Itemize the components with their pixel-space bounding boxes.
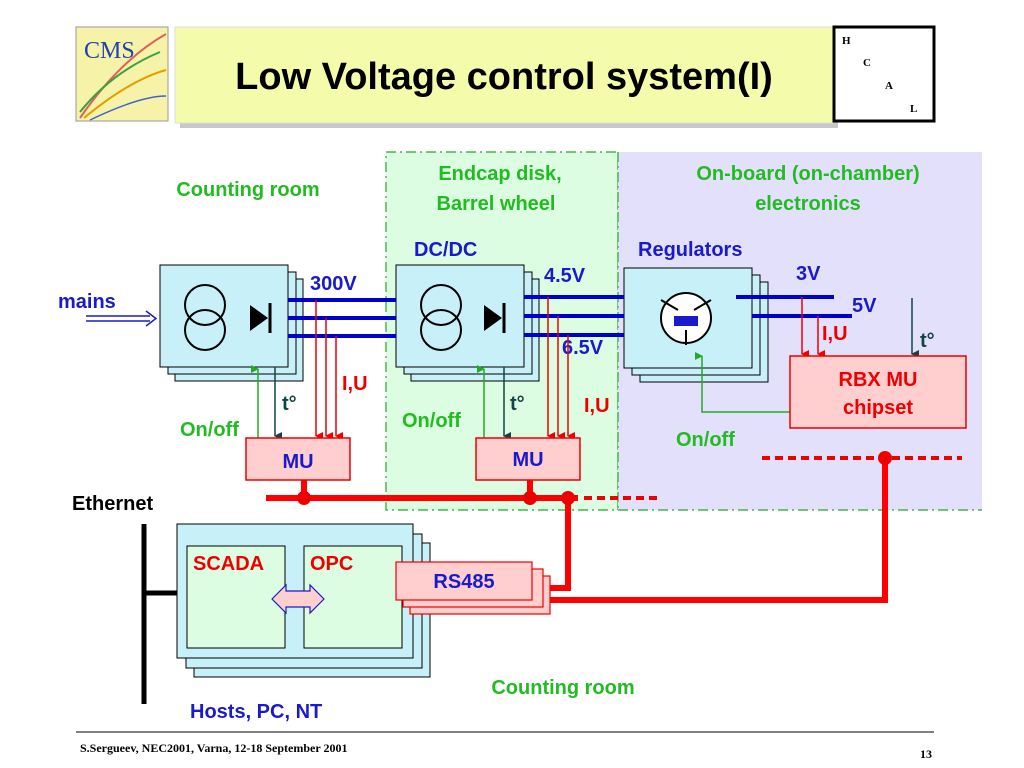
dcdc-label: DC/DC	[414, 239, 477, 261]
opc-label: OPC	[310, 553, 353, 575]
zone-endcap-line1: Endcap disk,	[438, 163, 561, 185]
diode-icon	[250, 303, 272, 333]
double-arrow-icon	[271, 583, 325, 615]
temperature-arrows	[274, 298, 919, 440]
hcal-letter-c: C	[863, 57, 871, 69]
label-4-5v: 4.5V	[544, 265, 586, 287]
regulators-label: Regulators	[638, 239, 742, 261]
scada-box[interactable]	[186, 545, 286, 649]
hcal-logo: H C A L	[832, 25, 936, 123]
label-temp-counting: t°	[282, 393, 297, 415]
label-5v: 5V	[852, 295, 877, 317]
label-3v: 3V	[796, 263, 821, 285]
footer-credit: S.Sergueev, NEC2001, Varna, 12-18 Septem…	[80, 741, 347, 755]
power-lines	[288, 295, 852, 338]
rs485-box[interactable]	[395, 561, 533, 601]
hcal-letter-l: L	[910, 103, 917, 115]
power-supply-counting-room	[159, 264, 304, 382]
rs485-label: RS485	[433, 571, 494, 593]
zone-onboard-line2: electronics	[755, 193, 861, 215]
mu-label-counting: MU	[282, 451, 313, 473]
zone-endcap-line2: Barrel wheel	[437, 193, 556, 215]
label-onoff-endcap: On/off	[402, 410, 461, 432]
power-supply-dcdc	[395, 264, 540, 382]
diode-icon	[484, 303, 506, 333]
label-temp-onboard: t°	[920, 330, 935, 352]
transistor-icon	[660, 292, 712, 345]
transformer-icon	[420, 284, 462, 351]
on-off-arrows	[251, 352, 790, 440]
title-box	[174, 26, 834, 124]
rbx-mu-chipset-box[interactable]	[789, 355, 967, 429]
bus-dotted-extensions	[584, 456, 962, 500]
label-onoff-onboard: On/off	[676, 429, 735, 451]
label-6-5v: 6.5V	[562, 337, 604, 359]
zone-onboard-line1: On-board (on-chamber)	[696, 163, 919, 185]
bus-junctions	[297, 451, 892, 505]
label-300v: 300V	[310, 273, 357, 295]
rbx-label-line1: RBX MU	[839, 369, 918, 391]
label-iu-onboard: I,U	[822, 323, 848, 345]
page-number: 13	[920, 747, 932, 761]
mains-arrow	[86, 310, 158, 327]
hcal-letter-h: H	[842, 35, 851, 47]
regulators-block	[623, 267, 769, 383]
page-title: Low Voltage control system(I)	[235, 56, 773, 98]
current-voltage-arrows	[315, 297, 825, 440]
cms-logo: CMS	[75, 26, 169, 122]
mains-label: mains	[58, 291, 116, 313]
mu-box-counting[interactable]	[245, 437, 351, 481]
hosts-label: Hosts, PC, NT	[190, 701, 322, 723]
rbx-label-line2: chipset	[843, 397, 913, 419]
transformer-icon	[184, 284, 226, 351]
label-onoff-counting: On/off	[180, 419, 239, 441]
label-iu-counting: I,U	[342, 373, 368, 395]
mu-box-endcap[interactable]	[475, 437, 581, 481]
cms-logo-text: CMS	[84, 38, 135, 64]
zone-counting-room-bottom: Counting room	[491, 677, 634, 699]
label-temp-endcap: t°	[510, 393, 525, 415]
ethernet-label: Ethernet	[72, 493, 153, 515]
header: CMS Low Voltage control system(I) H C A …	[75, 25, 936, 128]
hcal-letter-a: A	[885, 80, 893, 92]
label-iu-endcap: I,U	[584, 395, 610, 417]
zone-counting-room-top: Counting room	[176, 179, 319, 201]
scada-label: SCADA	[193, 553, 264, 575]
hosts-block	[176, 523, 431, 678]
mu-label-endcap: MU	[512, 449, 543, 471]
